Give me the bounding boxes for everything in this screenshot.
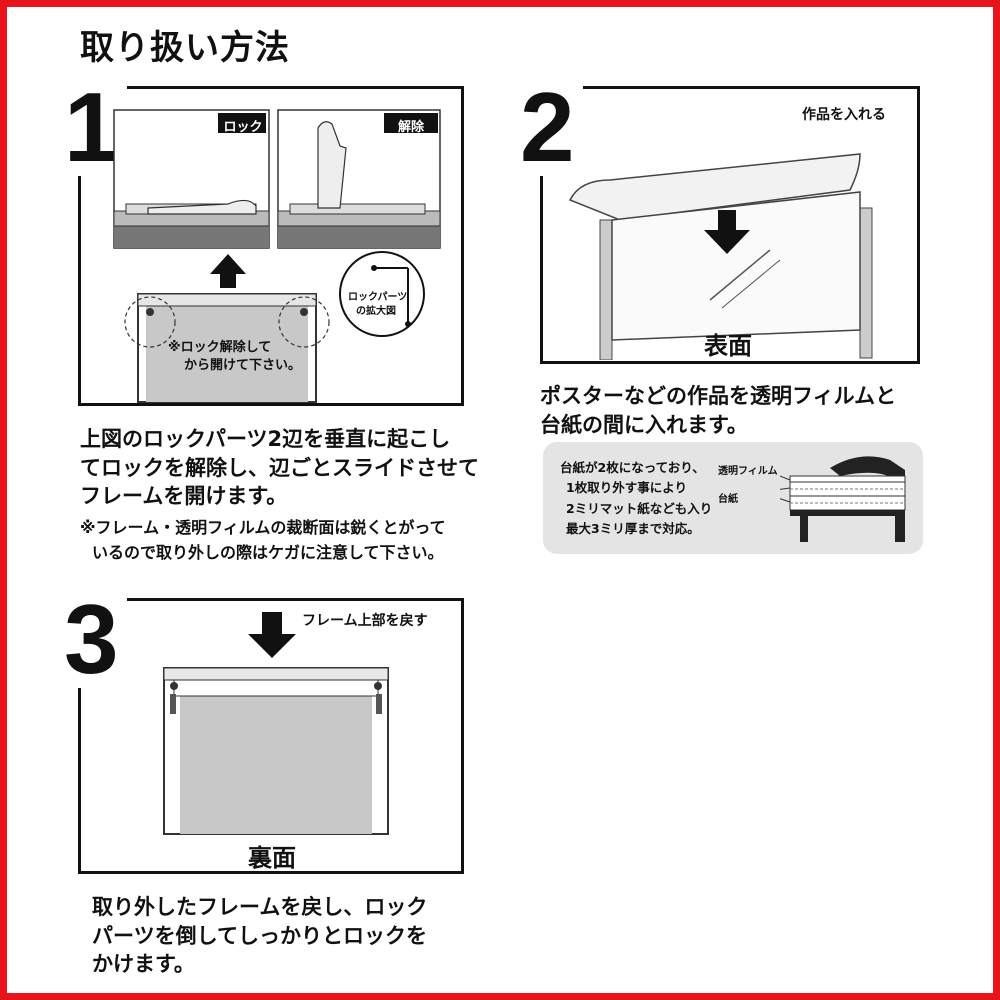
down-arrow-icon xyxy=(704,210,750,254)
zoom-label-line2: の拡大図 xyxy=(356,306,396,317)
step1-text: 上図のロックパーツ2辺を垂直に起こし てロックを解除し、辺ごとスライドさせて フ… xyxy=(80,427,479,509)
lock-label: ロック xyxy=(223,120,263,135)
step3-text: 取り外したフレームを戻し、ロック パーツを倒してしっかりとロックを かけます。 xyxy=(92,895,428,977)
film-label: 透明フィルム xyxy=(718,466,778,477)
step2-info-text: 台紙が2枚になっており、 1枚取り外す事により 2ミリマット紙なども入り 最大3… xyxy=(560,460,713,536)
lock-panel xyxy=(113,109,270,249)
release-label: 解除 xyxy=(397,120,424,135)
zoom-label-line1: ロックパーツ xyxy=(348,292,408,303)
release-panel xyxy=(277,109,441,249)
step2-text: ポスターなどの作品を透明フィルムと 台紙の間に入れます。 xyxy=(540,384,897,437)
step1-illustration xyxy=(113,109,441,403)
step2-illustration xyxy=(568,153,873,360)
face-label: 表面 xyxy=(704,332,752,360)
step3-number: 3 xyxy=(60,590,127,688)
frame-note-line2: から開けて下さい。 xyxy=(184,358,302,373)
step2-number: 2 xyxy=(516,78,583,176)
back-label: 裏面 xyxy=(248,844,296,872)
magnify-circle-icon xyxy=(339,251,425,337)
step1-frame-drawing xyxy=(124,293,330,403)
page-title: 取り扱い方法 xyxy=(80,28,290,68)
return-label: フレーム上部を戻す xyxy=(298,610,432,630)
step1-warning: ※フレーム・透明フィルムの裁断面は鋭くとがって いるので取り外しの際はケガに注意… xyxy=(80,518,446,562)
insert-label: 作品を入れる xyxy=(798,104,890,124)
down-arrow-icon xyxy=(248,612,296,658)
up-arrow-icon xyxy=(210,254,246,288)
frame-note-line1: ※ロック解除して xyxy=(168,340,272,355)
step3-illustration xyxy=(163,612,389,835)
layer-cross-section xyxy=(780,456,906,542)
board-label: 台紙 xyxy=(718,494,738,505)
